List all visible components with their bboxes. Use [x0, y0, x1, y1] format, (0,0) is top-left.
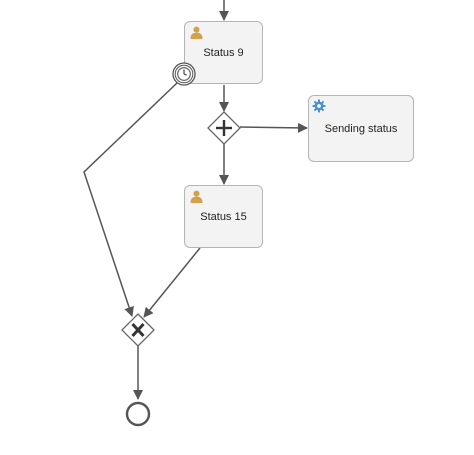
exclusive-gateway[interactable] — [121, 313, 155, 347]
task-sending-status[interactable]: Sending status — [308, 95, 414, 162]
flow-timer-to-exclusive-gateway[interactable] — [83, 82, 178, 317]
user-icon — [190, 26, 203, 39]
parallel-gateway[interactable] — [207, 111, 241, 145]
task-label: Sending status — [324, 122, 398, 135]
user-icon — [190, 190, 203, 203]
task-label: Status 9 — [203, 46, 244, 59]
x-icon — [121, 313, 155, 347]
task-label: Status 15 — [200, 210, 247, 223]
timer-boundary-event[interactable] — [172, 62, 196, 86]
gear-icon — [312, 99, 326, 113]
task-status-9[interactable]: Status 9 — [184, 21, 263, 84]
flow-status15-to-exclusive-gateway[interactable] — [143, 247, 201, 318]
end-event[interactable] — [125, 401, 151, 427]
clock-icon — [172, 62, 196, 86]
end-event-circle — [125, 401, 151, 427]
task-status-15[interactable]: Status 15 — [184, 185, 263, 248]
plus-icon — [207, 111, 241, 145]
flow-parallel-to-sending-status[interactable] — [239, 122, 308, 133]
